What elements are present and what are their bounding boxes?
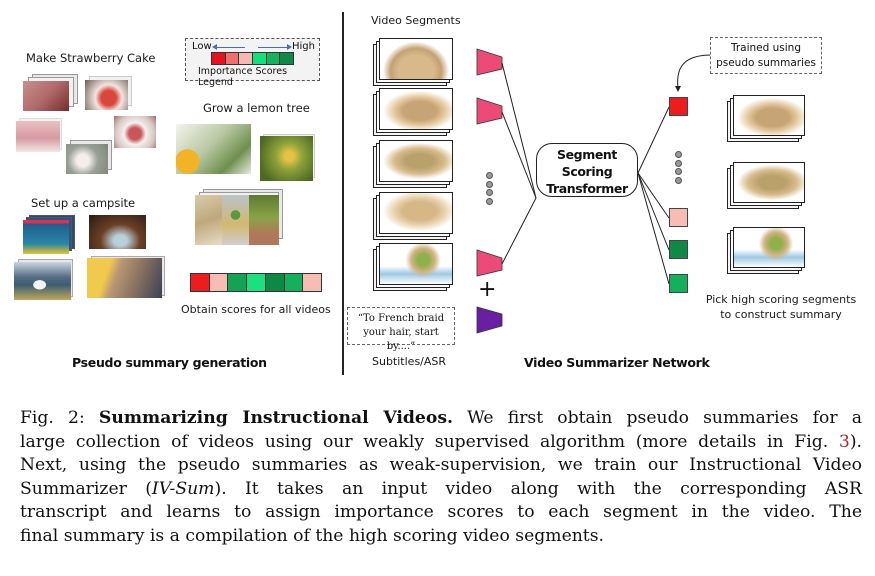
legend-swatch: [279, 52, 294, 65]
dot-icon: [486, 189, 493, 196]
video-encoder-icon: [476, 249, 503, 277]
dot-icon: [486, 172, 493, 179]
connector-line: [501, 111, 537, 199]
connector-line: [501, 197, 537, 265]
video-thumbnail: [260, 134, 316, 182]
video-thumbnail: [87, 256, 165, 300]
asr-quote-line2: your hair, start by....”: [363, 327, 439, 352]
arrowhead-right-icon: [287, 44, 292, 50]
task-label-campsite: Set up a campsite: [31, 196, 136, 210]
video-encoder-icon: [476, 97, 503, 125]
right-panel-title: Video Summarizer Network: [524, 355, 710, 370]
dot-icon: [675, 168, 682, 175]
pseudo-scores-bar: [190, 273, 322, 292]
caption-text: ).: [849, 431, 862, 452]
segment-score-square: [669, 274, 688, 293]
video-thumbnail: [87, 215, 147, 253]
video-thumbnail: [23, 215, 75, 255]
caption-line-3: Next, using the pseudo summaries as weak…: [20, 455, 862, 476]
trained-note-arrow-icon: [677, 54, 713, 89]
trained-note-line1: Trained using: [730, 42, 802, 54]
connector-line: [637, 172, 670, 285]
legend-low-label: Low: [192, 41, 212, 52]
ellipsis-dots-icon: [486, 172, 494, 206]
method-name: IV-Sum: [151, 478, 215, 499]
arrow-right-icon: [258, 47, 288, 48]
connector-line: [637, 172, 670, 251]
segment-scoring-transformer: Segment Scoring Transformer: [536, 143, 638, 197]
plus-icon: +: [478, 277, 497, 302]
video-segment-frame: [373, 192, 453, 240]
asr-label: Subtitles/ASR: [372, 355, 447, 368]
segment-score-square: [669, 208, 688, 227]
transformer-line3: Transformer: [546, 181, 628, 196]
summary-caption-line2: to construct summary: [720, 308, 842, 321]
dot-icon: [486, 197, 493, 205]
connector-line: [501, 62, 537, 199]
caption-line-5: transcript and learns to assign importan…: [20, 502, 862, 523]
text-encoder-icon: [476, 306, 503, 334]
panel-divider: [342, 12, 344, 375]
legend-title: Importance Scores Legend: [198, 66, 288, 88]
caption-text: Summarizer (: [20, 478, 152, 499]
figure-caption: Fig. 2: Summarizing Instructional Videos…: [20, 407, 862, 549]
network-diagram-lines: [476, 48, 713, 334]
caption-title: Summarizing Instructional Videos.: [98, 408, 453, 428]
scores-bar-caption: Obtain scores for all videos: [181, 303, 331, 316]
trained-note-line2: pseudo summaries: [716, 57, 816, 69]
caption-prefix: Fig. 2:: [20, 408, 99, 428]
video-segment-frame: [373, 243, 453, 291]
video-segment-frame: [373, 88, 453, 136]
caption-text: large collection of videos using our wea…: [20, 431, 839, 452]
video-thumbnail: [14, 259, 74, 301]
legend-swatch-row: [211, 52, 294, 65]
dot-icon: [675, 176, 682, 184]
connector-line: [637, 172, 670, 219]
video-thumbnail: [176, 124, 252, 176]
caption-line-1: Fig. 2: Summarizing Instructional Videos…: [20, 407, 862, 431]
left-panel-title: Pseudo summary generation: [72, 355, 267, 370]
summary-caption-line1: Pick high scoring segments: [705, 293, 857, 306]
legend-high-label: High: [292, 41, 315, 52]
connector-line: [637, 106, 670, 174]
caption-line-4: Summarizer (IV-Sum). It takes an input v…: [20, 478, 862, 502]
video-segments-label: Video Segments: [371, 14, 461, 27]
video-thumbnail: [66, 140, 112, 176]
arrowhead-left-icon: [212, 44, 217, 50]
video-thumbnail: [85, 76, 133, 112]
trained-using-note: Trained using pseudo summaries: [710, 37, 822, 74]
transformer-line1: Segment: [556, 147, 617, 162]
segment-score-square: [669, 240, 688, 259]
task-label-lemon-tree: Grow a lemon tree: [203, 101, 310, 115]
video-thumbnail: [114, 116, 158, 150]
video-encoder-icon: [476, 48, 503, 76]
dot-icon: [486, 180, 493, 188]
segment-score-square: [669, 97, 688, 116]
arrow-left-icon: [215, 47, 245, 48]
asr-transcript-note: “To French braid your hair, start by....…: [347, 307, 455, 352]
importance-scores-legend: Low High Importance Scores Legend: [185, 38, 320, 88]
summary-segment-frame: [727, 95, 805, 142]
caption-text: ). It takes an input video along with th…: [214, 478, 862, 499]
caption-text: We first obtain pseudo summaries for a: [452, 408, 862, 428]
score-cell: [302, 273, 322, 292]
video-segment-frame: [373, 140, 453, 188]
video-thumbnail: [23, 74, 79, 112]
dot-icon: [675, 159, 682, 167]
arrowhead-down-icon: [675, 86, 681, 92]
summary-segment-frame: [727, 162, 805, 209]
caption-line-2: large collection of videos using our wea…: [20, 431, 862, 455]
summary-caption: Pick high scoring segments to construct …: [703, 292, 859, 322]
dot-icon: [675, 151, 682, 158]
figure-reference-link[interactable]: 3: [838, 431, 850, 452]
caption-line-6: final summary is a compilation of the hi…: [20, 525, 604, 546]
task-label-strawberry-cake: Make Strawberry Cake: [26, 51, 156, 65]
video-thumbnail: [195, 189, 285, 245]
video-segment-frame: [373, 38, 453, 86]
asr-quote-line1: “To French braid: [357, 313, 445, 324]
transformer-line2: Scoring: [561, 164, 613, 179]
summary-segment-frame: [727, 227, 805, 274]
ellipsis-dots-icon: [675, 151, 683, 185]
video-thumbnail: [16, 118, 64, 154]
